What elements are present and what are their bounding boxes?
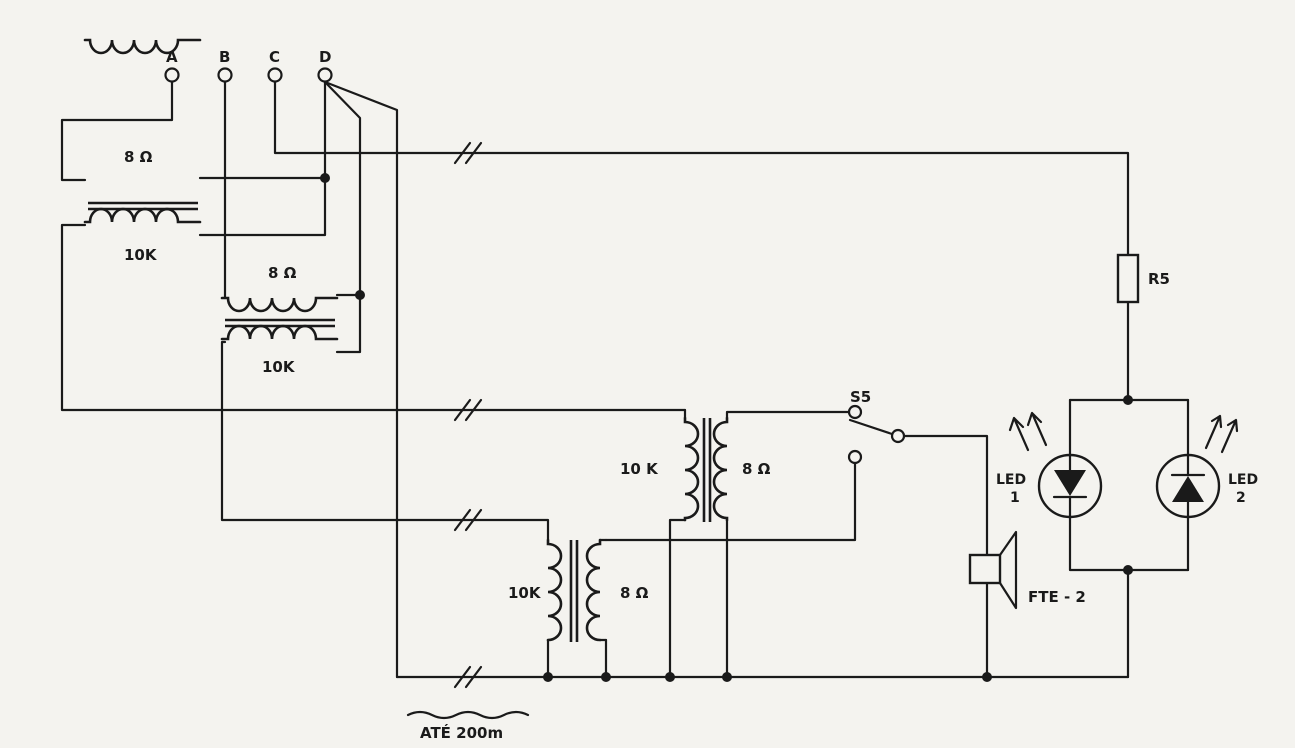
speaker-fte2-label: FTE - 2 <box>1028 588 1086 606</box>
transformer-2-secondary-label: 10K <box>262 358 296 376</box>
speaker-fte2: FTE - 2 <box>968 530 1086 610</box>
transformer-1: 8 Ω 10K <box>83 38 202 264</box>
terminal-block: A B C D <box>164 48 333 83</box>
led-2-label-line1: LED <box>1228 472 1258 488</box>
terminal-b <box>217 67 233 83</box>
led-1-label-line1: LED <box>996 472 1026 488</box>
terminal-c <box>267 67 283 83</box>
transformer-2: 8 Ω 10K <box>220 264 339 376</box>
transformer-1-primary-label: 8 Ω <box>124 148 153 166</box>
transformer-3-primary-label: 10 K <box>620 460 659 478</box>
terminal-d <box>317 67 333 83</box>
cable-length-note: ATÉ 200m <box>406 710 530 742</box>
led-2-label-line2: 2 <box>1236 490 1246 506</box>
cable-length-label: ATÉ 200m <box>420 723 503 742</box>
transformer-4: 10K 8 Ω <box>508 538 649 642</box>
resistor-r5-label: R5 <box>1148 270 1170 288</box>
led-2: LED 2 <box>1155 414 1258 520</box>
transformer-4-secondary-label: 8 Ω <box>620 584 649 602</box>
transformer-2-primary-label: 8 Ω <box>268 264 297 282</box>
transformer-3: 10 K 8 Ω <box>620 416 771 522</box>
cable-break-marks <box>453 141 483 689</box>
transformer-3-secondary-label: 8 Ω <box>742 460 771 478</box>
switch-s5: S5 <box>847 388 906 465</box>
junction-dots <box>320 173 1133 682</box>
switch-s5-label: S5 <box>850 388 871 406</box>
terminal-a <box>164 67 180 83</box>
transformer-1-secondary-label: 10K <box>124 246 158 264</box>
transformer-4-primary-label: 10K <box>508 584 542 602</box>
resistor-r5: R5 <box>1116 253 1170 304</box>
terminal-label-c: C <box>269 48 280 66</box>
led-1-label-line2: 1 <box>1010 490 1020 506</box>
led-1: LED 1 <box>996 411 1103 520</box>
terminal-label-b: B <box>219 48 230 66</box>
terminal-label-d: D <box>319 48 331 66</box>
